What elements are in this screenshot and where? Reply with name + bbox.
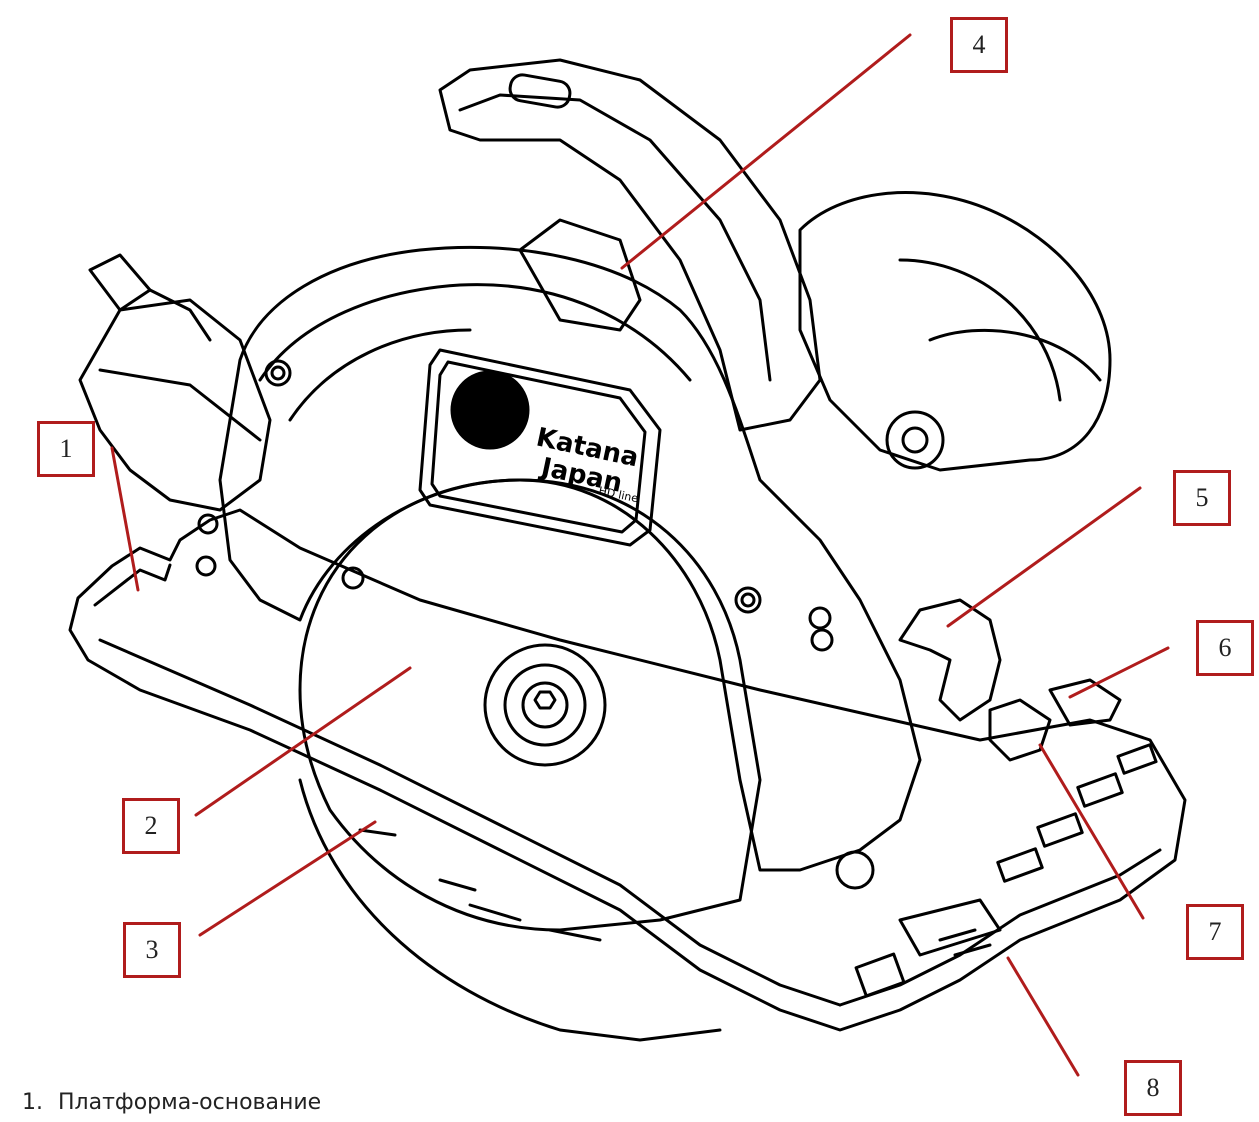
callout-2-label: 2 [144, 811, 158, 840]
callout-7-label: 7 [1208, 917, 1222, 946]
motor-housing [798, 191, 1112, 472]
leader-line-8 [1006, 956, 1080, 1077]
bevel-lever [835, 598, 1122, 890]
callout-5: 5 [1173, 470, 1231, 526]
legend-item-text: Платформа-основание [58, 1090, 322, 1115]
callout-6: 6 [1196, 620, 1254, 676]
leader-line-7 [1038, 743, 1145, 920]
leader-line-5 [946, 486, 1142, 628]
dust-port [78, 253, 272, 512]
leader-line-4 [620, 33, 912, 270]
callout-1: 1 [37, 421, 95, 477]
callout-3-label: 3 [145, 935, 159, 964]
base-plate [68, 508, 1187, 1032]
callout-8: 8 [1124, 1060, 1182, 1116]
callout-6-label: 6 [1218, 633, 1232, 662]
leader-line-1 [110, 446, 140, 592]
callout-2: 2 [122, 798, 180, 854]
main-handle [438, 58, 822, 432]
leader-lines [110, 33, 1170, 1077]
leader-line-3 [198, 820, 377, 937]
legend-item-number: 1. [22, 1090, 43, 1115]
legend-item: 1. Платформа-основание [22, 1090, 321, 1115]
leader-line-2 [194, 666, 412, 817]
callout-3: 3 [123, 922, 181, 978]
callout-5-label: 5 [1195, 483, 1209, 512]
callout-8-label: 8 [1146, 1073, 1160, 1102]
callout-1-label: 1 [59, 434, 73, 463]
callout-4: 4 [950, 17, 1008, 73]
callout-7: 7 [1186, 904, 1244, 960]
blade-guard [195, 246, 922, 872]
leader-line-6 [1068, 646, 1170, 699]
callout-4-label: 4 [972, 30, 986, 59]
base-slots [854, 743, 1158, 998]
